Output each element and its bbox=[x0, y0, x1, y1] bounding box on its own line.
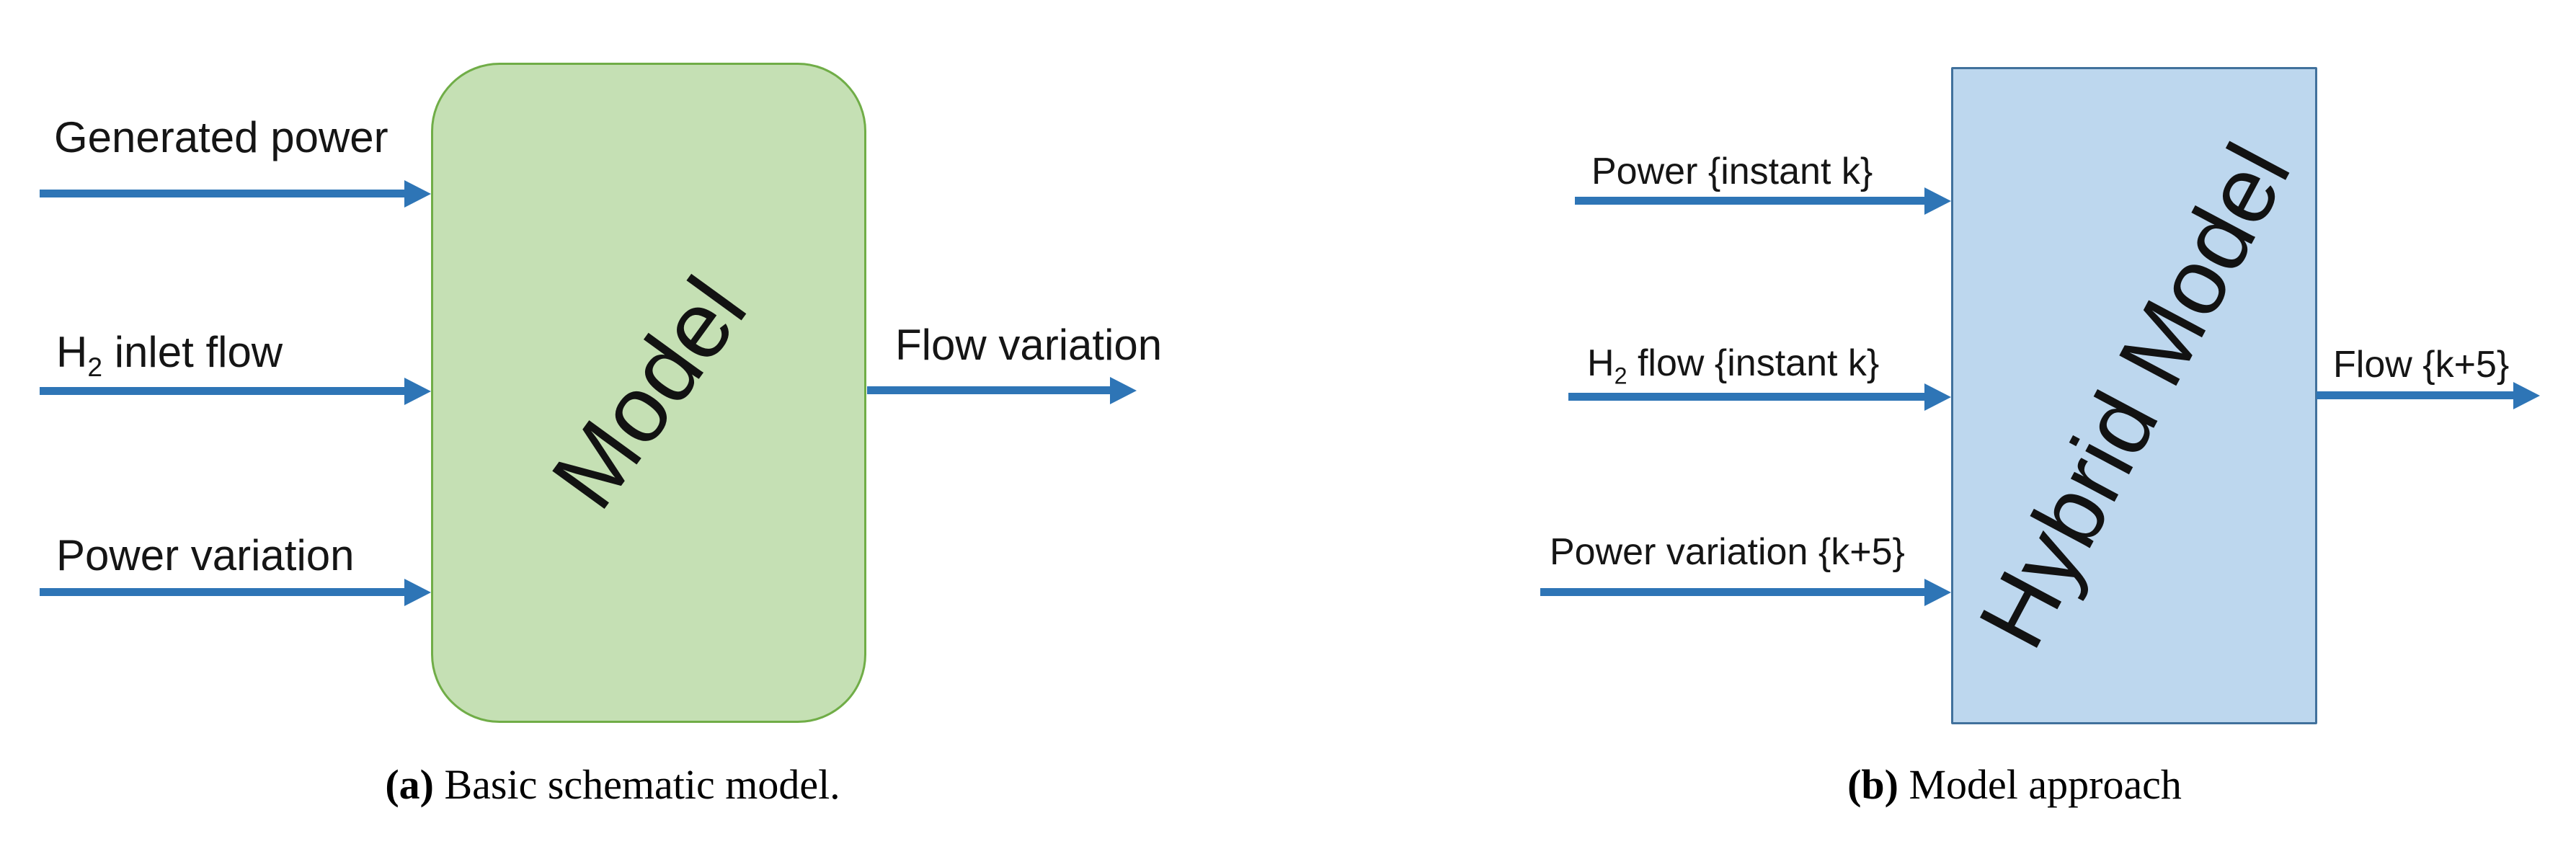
caption-tag: (a) bbox=[385, 761, 434, 808]
model-box bbox=[431, 63, 866, 723]
arrow-head-icon bbox=[404, 180, 431, 208]
input-label-power-variation: Power variation bbox=[56, 532, 355, 579]
label-text: Power variation bbox=[56, 531, 355, 579]
output-arrow-flow-variation bbox=[867, 377, 1137, 404]
arrow-head-icon bbox=[1924, 383, 1951, 411]
output-arrow-flow-k5 bbox=[2317, 382, 2540, 409]
input-arrow-h2-inlet-flow bbox=[40, 378, 431, 405]
arrow-head-icon bbox=[1110, 377, 1137, 404]
label-text: Generated power bbox=[54, 113, 388, 161]
input-label-power-variation-k5: Power variation {k+5} bbox=[1550, 531, 1905, 573]
input-label-h2-flow-instant-k: H2 flow {instant k} bbox=[1587, 342, 1880, 387]
input-arrow-generated-power bbox=[40, 180, 431, 208]
input-arrow-power-variation bbox=[40, 579, 431, 606]
arrow-shaft bbox=[1540, 588, 1927, 596]
arrow-head-icon bbox=[404, 579, 431, 606]
label-subscript: 2 bbox=[1614, 363, 1627, 389]
arrow-shaft bbox=[867, 386, 1113, 394]
caption-tag: (b) bbox=[1847, 761, 1898, 808]
label-text: H bbox=[56, 328, 88, 376]
caption-text: Model approach bbox=[1898, 761, 2182, 808]
arrow-shaft bbox=[1575, 197, 1927, 205]
label-subscript: 2 bbox=[87, 352, 103, 382]
input-label-h2-inlet-flow: H2 inlet flow bbox=[56, 328, 283, 381]
output-label-flow-variation: Flow variation bbox=[895, 321, 1163, 369]
input-arrow-power-instant-k bbox=[1575, 187, 1951, 215]
hybrid-model-box bbox=[1951, 67, 2317, 724]
output-label-flow-k5: Flow {k+5} bbox=[2333, 344, 2510, 386]
label-text: Power {instant k} bbox=[1591, 151, 1873, 192]
arrow-shaft bbox=[1568, 393, 1927, 401]
label-text: flow {instant k} bbox=[1627, 342, 1880, 384]
label-text: inlet flow bbox=[102, 328, 283, 376]
arrow-head-icon bbox=[1924, 187, 1951, 215]
input-label-power-instant-k: Power {instant k} bbox=[1591, 151, 1873, 192]
arrow-shaft bbox=[40, 387, 407, 395]
arrow-shaft bbox=[2317, 391, 2516, 399]
label-text: Power variation {k+5} bbox=[1550, 531, 1905, 573]
arrow-shaft bbox=[40, 190, 407, 197]
arrow-head-icon bbox=[2513, 382, 2540, 409]
caption-a: (a) Basic schematic model. bbox=[385, 760, 840, 809]
arrow-shaft bbox=[40, 588, 407, 596]
arrow-head-icon bbox=[404, 378, 431, 405]
label-text: H bbox=[1587, 342, 1615, 384]
caption-text: Basic schematic model. bbox=[433, 761, 840, 808]
arrow-head-icon bbox=[1924, 579, 1951, 606]
input-label-generated-power: Generated power bbox=[54, 114, 388, 161]
caption-b: (b) Model approach bbox=[1847, 760, 2182, 809]
input-arrow-power-variation-k5 bbox=[1540, 579, 1951, 606]
input-arrow-h2-flow-instant-k bbox=[1568, 383, 1951, 411]
